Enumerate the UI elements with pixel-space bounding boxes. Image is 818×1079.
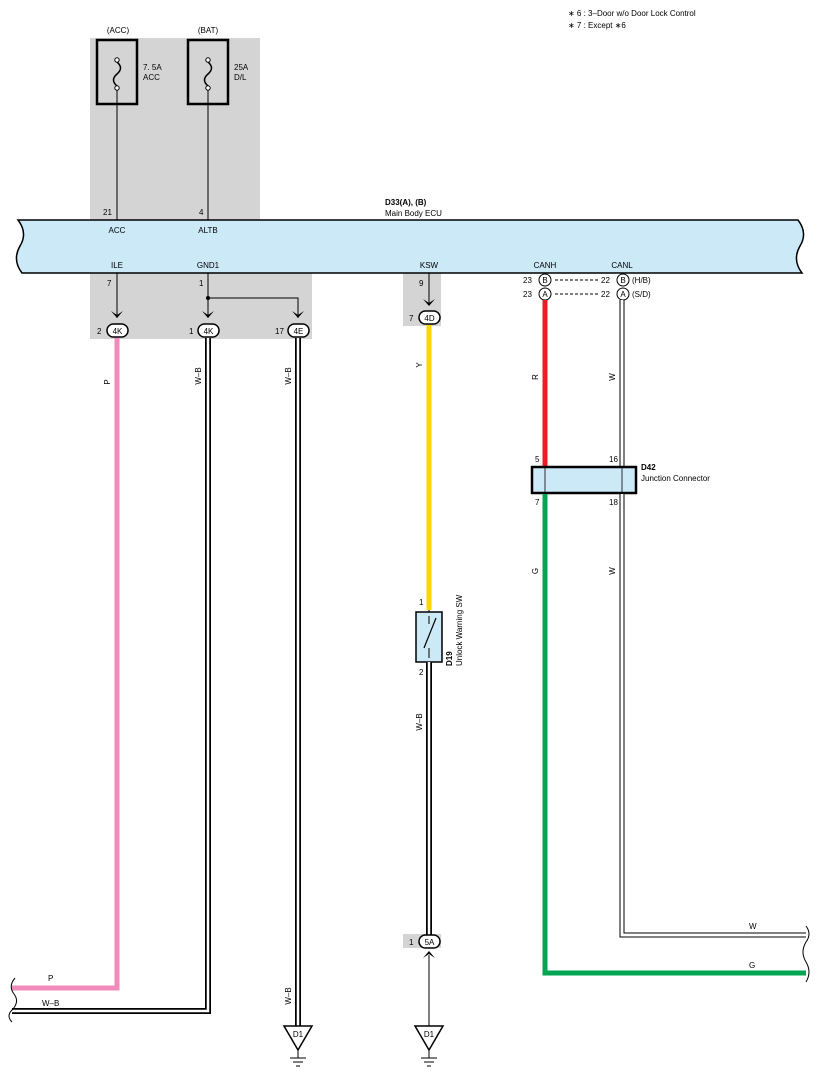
connector-4k-ile-pin: 2: [97, 327, 102, 336]
can-row-sd: 23 A 22 A (S/D): [523, 287, 651, 301]
switch-pin-top: 1: [419, 598, 424, 607]
pin-ile-number: 7: [107, 279, 112, 288]
wire-green: [542, 494, 806, 976]
ecu-pin-ksw: KSW: [420, 261, 439, 270]
fuse-bat-rating: 25A: [234, 63, 249, 72]
ecu-pin-canl: CANL: [611, 261, 633, 270]
ecu-pin-gnd1: GND1: [197, 261, 220, 270]
ground-d1-right: D1: [413, 1025, 445, 1067]
note-1: ∗ 6 : 3–Door w/o Door Lock Control: [568, 9, 696, 18]
connector-4e-code: 4E: [294, 327, 304, 336]
switch-pin-bottom: 2: [419, 668, 424, 677]
ecu-code: D33(A), (B): [385, 198, 427, 207]
junction-connector-d42: 5 16 7 18 D42 Junction Connector: [530, 455, 710, 507]
can-row-sd-variant: (S/D): [632, 290, 651, 299]
arrow-gnd1: [202, 311, 214, 318]
wire-label-p1: P: [103, 379, 112, 384]
pin-altb-number: 4: [199, 208, 204, 217]
can-row-hb-right-conn: B: [620, 276, 625, 285]
junction-pin-bl: 7: [535, 498, 540, 507]
can-row-hb-variant: (H/B): [632, 276, 651, 285]
wire-label-wb3: W–B: [415, 713, 424, 730]
connector-4d-code: 4D: [424, 314, 434, 323]
wire-label-wb-exit: W–B: [42, 999, 59, 1008]
can-row-sd-left-pin: 23: [523, 290, 532, 299]
connector-4e-pin: 17: [275, 327, 284, 336]
wire-gnd1-branch: [208, 297, 299, 318]
break-right: [802, 925, 810, 983]
can-row-hb: 23 B 22 B (H/B): [523, 273, 651, 287]
ecu-pin-acc: ACC: [109, 226, 126, 235]
connector-4k-ile: 2 4K: [97, 323, 129, 338]
fuse-acc-name: ACC: [143, 73, 160, 82]
pin-acc-number: 21: [103, 208, 112, 217]
junction-pin-tl: 5: [535, 455, 540, 464]
junction-code: D42: [641, 463, 656, 472]
wire-label-g-exit: G: [749, 961, 755, 970]
junction-pin-tr: 16: [609, 455, 618, 464]
wire-white-bottom: [619, 494, 806, 938]
wire-label-w-exit: W: [749, 922, 757, 931]
can-row-sd-left-conn: A: [542, 290, 548, 299]
wire-label-r: R: [531, 374, 540, 380]
ecu-body: [15, 219, 805, 274]
ground-d1-right-label: D1: [424, 1030, 435, 1039]
switch-name: Unlock Warning SW: [455, 594, 464, 666]
connector-4k-ile-code: 4K: [113, 327, 123, 336]
ground-d1-left: D1: [282, 1025, 314, 1067]
fuse-bat-source: (BAT): [198, 26, 219, 35]
connector-4k-gnd: 1 4K: [189, 323, 220, 338]
break-left: [8, 977, 18, 1023]
ground-d1-left-label: D1: [293, 1030, 304, 1039]
wire-label-wb4: W–B: [284, 987, 293, 1004]
ecu-pin-canh: CANH: [534, 261, 557, 270]
arrow-ile: [111, 311, 123, 318]
connector-5a-pin: 1: [409, 938, 414, 947]
wire-label-w1: W: [608, 373, 617, 381]
wire-pink: [12, 338, 120, 991]
connector-4d-pin: 7: [409, 314, 414, 323]
note-2: ∗ 7 : Except ∗6: [568, 21, 626, 30]
wire-label-wb1: W–B: [194, 367, 203, 384]
unlock-warning-switch: 1 2 D19 Unlock Warning SW: [415, 594, 464, 677]
connector-5a: 1 5A: [409, 934, 441, 958]
ecu-pin-altb: ALTB: [198, 226, 217, 235]
wire-label-p-exit: P: [48, 974, 53, 983]
can-row-hb-right-pin: 22: [601, 276, 610, 285]
pin-gnd1-number: 1: [199, 279, 204, 288]
wire-label-y: Y: [415, 362, 424, 368]
fuse-area-shade: [90, 38, 260, 220]
ecu-pin-ile: ILE: [111, 261, 123, 270]
arrow-ksw: [423, 299, 435, 306]
connector-5a-code: 5A: [425, 938, 435, 947]
connector-4d: 7 4D: [409, 310, 441, 325]
fuse-bat-name: D/L: [234, 73, 247, 82]
wire-label-w2: W: [608, 567, 617, 575]
can-row-sd-right-conn: A: [620, 290, 626, 299]
connector-4e: 17 4E: [275, 323, 310, 338]
connector-4k-gnd-pin: 1: [189, 327, 194, 336]
pin-ksw-number: 9: [419, 279, 424, 288]
can-row-hb-left-conn: B: [542, 276, 547, 285]
can-row-hb-left-pin: 23: [523, 276, 532, 285]
connector-4k-gnd-code: 4K: [204, 327, 214, 336]
junction-name: Junction Connector: [641, 474, 710, 483]
fuse-acc-rating: 7. 5A: [143, 63, 162, 72]
junction-pin-br: 18: [609, 498, 618, 507]
can-row-sd-right-pin: 22: [601, 290, 610, 299]
wire-label-wb2: W–B: [284, 367, 293, 384]
fuse-acc-source: (ACC): [107, 26, 130, 35]
wire-label-g: G: [531, 568, 540, 574]
switch-code: D19: [445, 651, 454, 666]
wire-wb-gnd1: [12, 338, 211, 1014]
arrow-4e: [292, 311, 304, 318]
ecu-name: Main Body ECU: [385, 209, 442, 218]
